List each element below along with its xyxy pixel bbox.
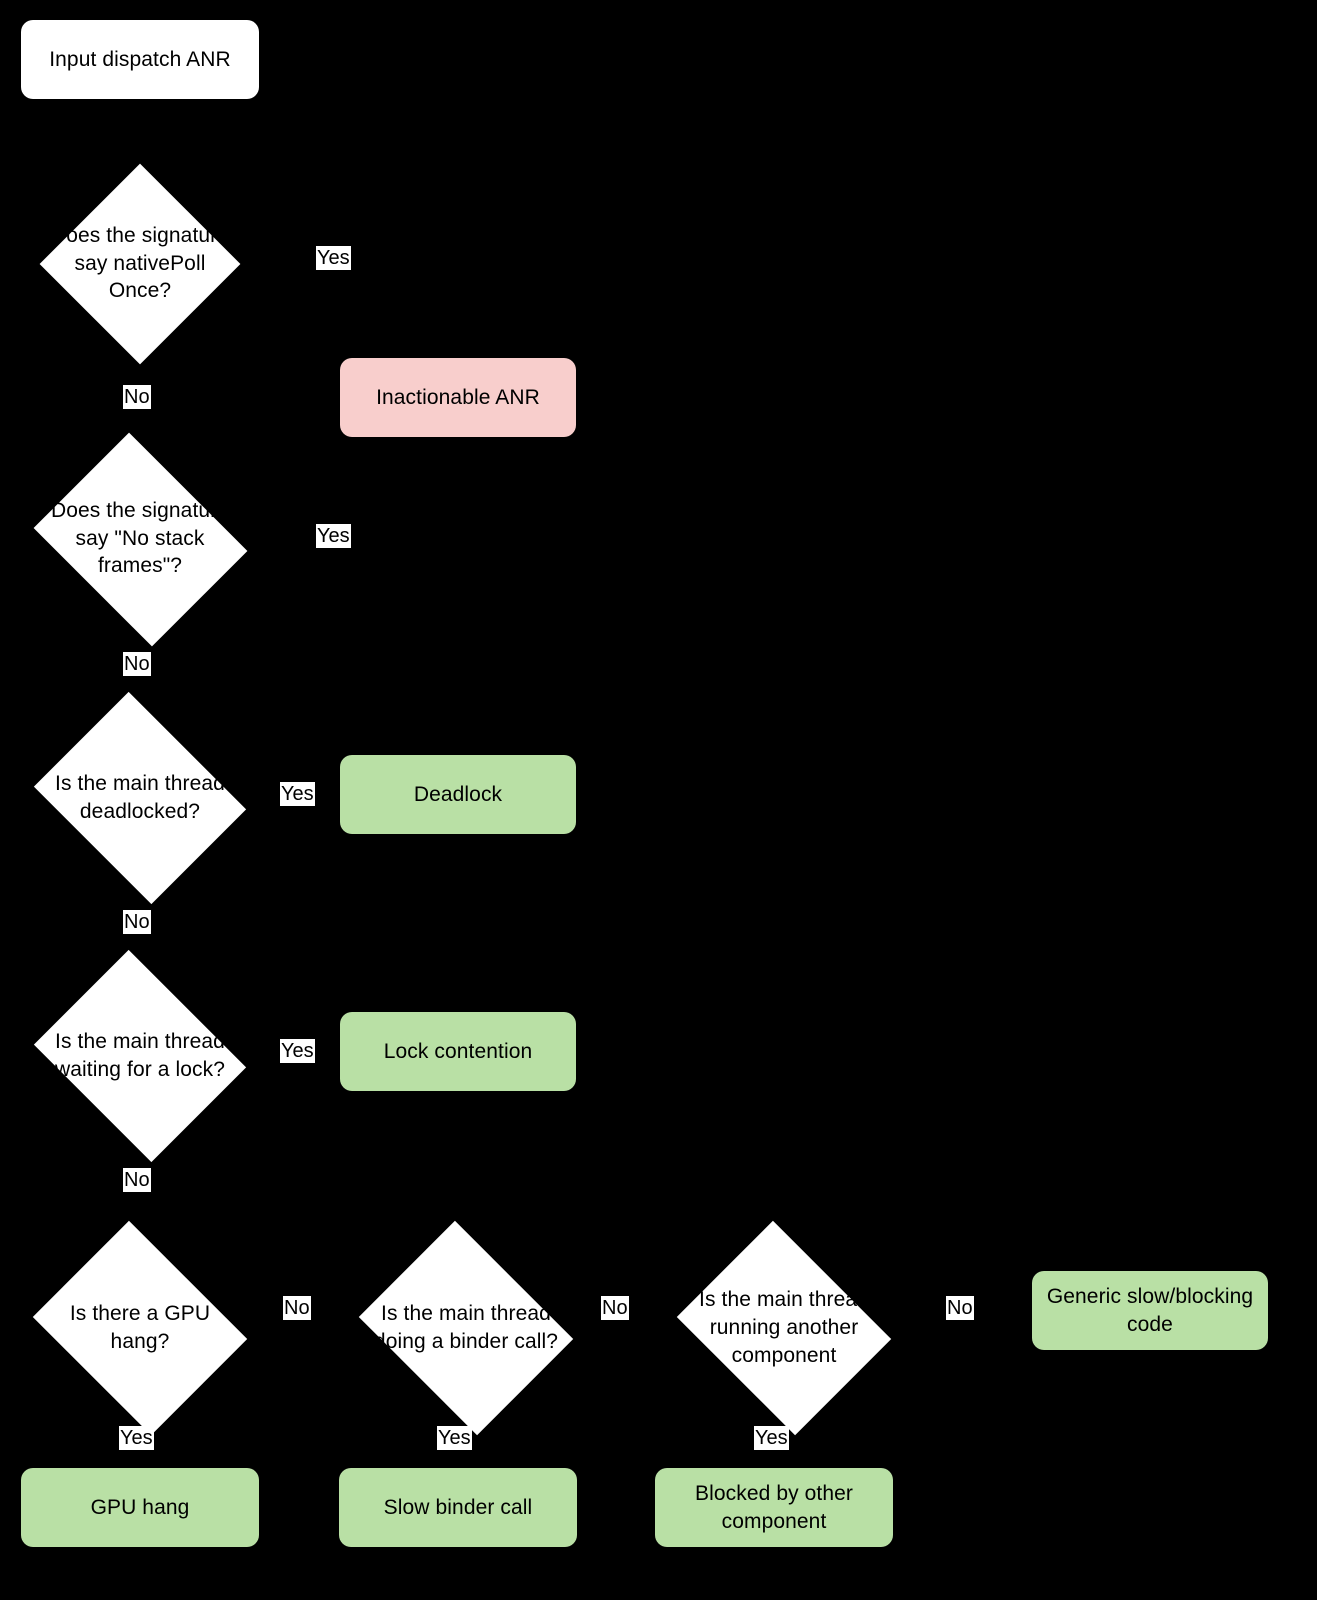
arrowhead (451, 435, 465, 451)
diamond-shape (33, 949, 247, 1162)
edge-label-deadlocked-no: No (123, 910, 151, 934)
edge-no-stack-frames-yes (258, 444, 459, 538)
edge-label-gpu-hang-yes: Yes (119, 1426, 154, 1450)
edge-label-binder-call-yes: Yes (437, 1426, 472, 1450)
edge-label-other-component-yes: Yes (754, 1426, 789, 1450)
diamond-shape (33, 432, 248, 646)
node-label: GPU hang (90, 1495, 190, 1519)
node-result-slow-binder-call[interactable]: Slow binder call (339, 1468, 577, 1547)
arrowhead (651, 1321, 667, 1335)
edge-label-waiting-lock-yes: Yes (280, 1039, 315, 1063)
node-result-generic-slow-blocking-code[interactable]: Generic slow/blocking code (1032, 1271, 1268, 1350)
diamond-shape (33, 691, 247, 904)
diamond-shape (358, 1220, 574, 1436)
arrowhead (451, 344, 465, 360)
node-question-gpu-hang[interactable]: Is there a GPU hang? (22, 1220, 258, 1436)
arrowhead (334, 1321, 350, 1335)
edge-label-binder-call-no: No (601, 1296, 629, 1320)
edge-native-poll-yes (258, 262, 459, 351)
node-result-blocked-by-other-component[interactable]: Blocked by other component (655, 1468, 893, 1547)
edge-label-deadlocked-yes: Yes (280, 782, 315, 806)
arrowhead (133, 1454, 147, 1470)
diamond-shape (32, 1220, 248, 1436)
node-question-main-thread-deadlocked[interactable]: Is the main thread deadlocked? (22, 691, 258, 904)
node-result-inactionable-anr[interactable]: Inactionable ANR (340, 358, 576, 437)
node-label: Slow binder call (383, 1495, 533, 1519)
node-label: Input dispatch ANR (49, 47, 231, 71)
edge-label-other-component-no: No (946, 1296, 974, 1320)
arrowhead (767, 1454, 781, 1470)
node-label: Lock contention (383, 1039, 533, 1063)
node-label: Deadlock (413, 782, 503, 806)
arrowhead (133, 149, 147, 165)
node-question-running-another-component[interactable]: Is the main thread running another compo… (665, 1220, 903, 1436)
node-label: Blocked by other component (694, 1481, 854, 1533)
node-input-dispatch-anr[interactable]: Input dispatch ANR (21, 20, 259, 99)
edge-label-waiting-lock-no: No (123, 1168, 151, 1192)
arrowhead (1018, 1304, 1034, 1318)
node-label: Generic slow/blocking code (1046, 1284, 1254, 1336)
edge-label-native-poll-no: No (123, 385, 151, 409)
node-question-main-thread-waiting-lock[interactable]: Is the main thread waiting for a lock? (22, 949, 258, 1162)
node-question-native-poll-once[interactable]: Does the signature say nativePoll Once? (22, 163, 258, 364)
node-result-lock-contention[interactable]: Lock contention (340, 1012, 576, 1091)
node-result-deadlock[interactable]: Deadlock (340, 755, 576, 834)
diamond-shape (676, 1220, 892, 1436)
arrowhead (450, 1454, 464, 1470)
edge-label-no-stack-frames-yes: Yes (316, 524, 351, 548)
node-result-gpu-hang[interactable]: GPU hang (21, 1468, 259, 1547)
node-question-no-stack-frames[interactable]: Does the signature say "No stack frames"… (22, 432, 258, 646)
diamond-shape (39, 163, 241, 364)
node-question-binder-call[interactable]: Is the main thread doing a binder call? (348, 1220, 584, 1436)
node-label: Inactionable ANR (376, 385, 540, 409)
edge-label-native-poll-yes: Yes (316, 246, 351, 270)
edge-label-no-stack-frames-no: No (123, 652, 151, 676)
edge-label-gpu-hang-no: No (283, 1296, 311, 1320)
